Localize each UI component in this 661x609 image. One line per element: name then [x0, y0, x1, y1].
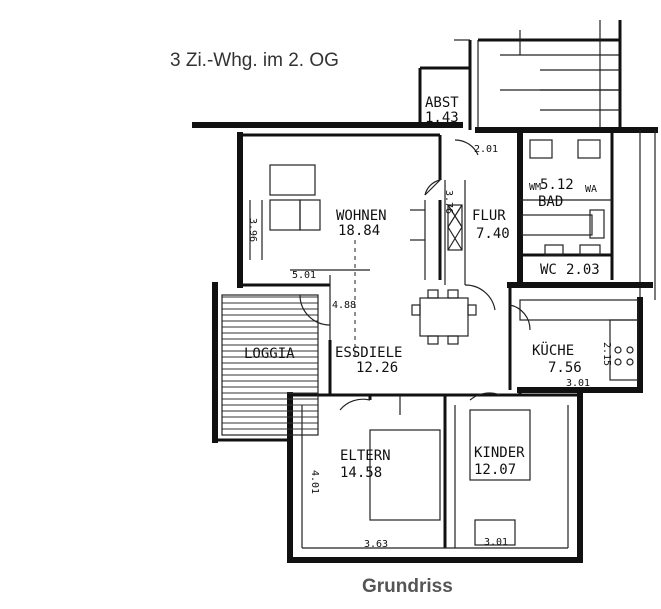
room-name-kueche: KÜCHE [532, 341, 574, 359]
dimension-2-15: 2.15 [601, 342, 612, 366]
dimension-5-01-living: 5.01 [292, 270, 316, 281]
room-area-flur: 7.40 [476, 226, 510, 242]
dimension-3-96: 3.96 [247, 218, 258, 242]
dimension-2-01: 2.01 [474, 144, 498, 155]
interior-walls [212, 180, 612, 443]
dimension-3-01-bedroom: 3.01 [484, 537, 508, 548]
loggia-outline [221, 294, 319, 436]
upper-building-context [418, 20, 622, 130]
dimension-3-76: 3.76 [443, 190, 454, 214]
label-wa: WA [585, 184, 597, 195]
loggia-floor-hatch [222, 295, 318, 435]
doors [299, 139, 531, 411]
room-area-wc: 2.03 [566, 262, 600, 278]
outer-walls [192, 122, 658, 563]
dimension-3-01-kitchen: 3.01 [566, 378, 590, 389]
plan-title: 3 Zi.-Whg. im 2. OG [170, 50, 339, 71]
room-area-wohnen: 18.84 [338, 223, 380, 239]
room-name-wohnen: WOHNEN [336, 208, 387, 224]
room-name-bad: BAD [538, 194, 563, 210]
dimension-4-01: 4.01 [309, 470, 320, 494]
living-room-furniture [249, 164, 425, 260]
bedroom-furniture [369, 409, 531, 546]
room-area-essdiele: 12.26 [356, 360, 398, 376]
room-area-kueche: 7.56 [548, 360, 582, 376]
flur-wardrobe [447, 204, 463, 251]
room-name-loggia: LOGGIA [244, 346, 295, 362]
room-name-wc: WC [540, 262, 557, 278]
room-name-abst: ABST [425, 95, 459, 111]
dining-table [411, 289, 477, 345]
dimension-3-63: 3.63 [364, 539, 388, 550]
room-area-kinder: 12.07 [474, 462, 516, 478]
room-area-eltern: 14.58 [340, 465, 382, 481]
room-name-kinder: KINDER [474, 445, 525, 461]
room-name-eltern: ELTERN [340, 448, 391, 464]
label-wm: WM [529, 182, 541, 193]
plan-caption: Grundriss [362, 576, 453, 597]
room-name-essdiele: ESSDIELE [335, 345, 402, 361]
room-area-abst: 1.43 [425, 110, 459, 126]
dimension-4-88: 4.88 [332, 300, 356, 311]
room-area-bad: 5.12 [540, 177, 574, 193]
room-name-flur: FLUR [472, 208, 506, 224]
bathroom-fixtures [521, 139, 605, 256]
